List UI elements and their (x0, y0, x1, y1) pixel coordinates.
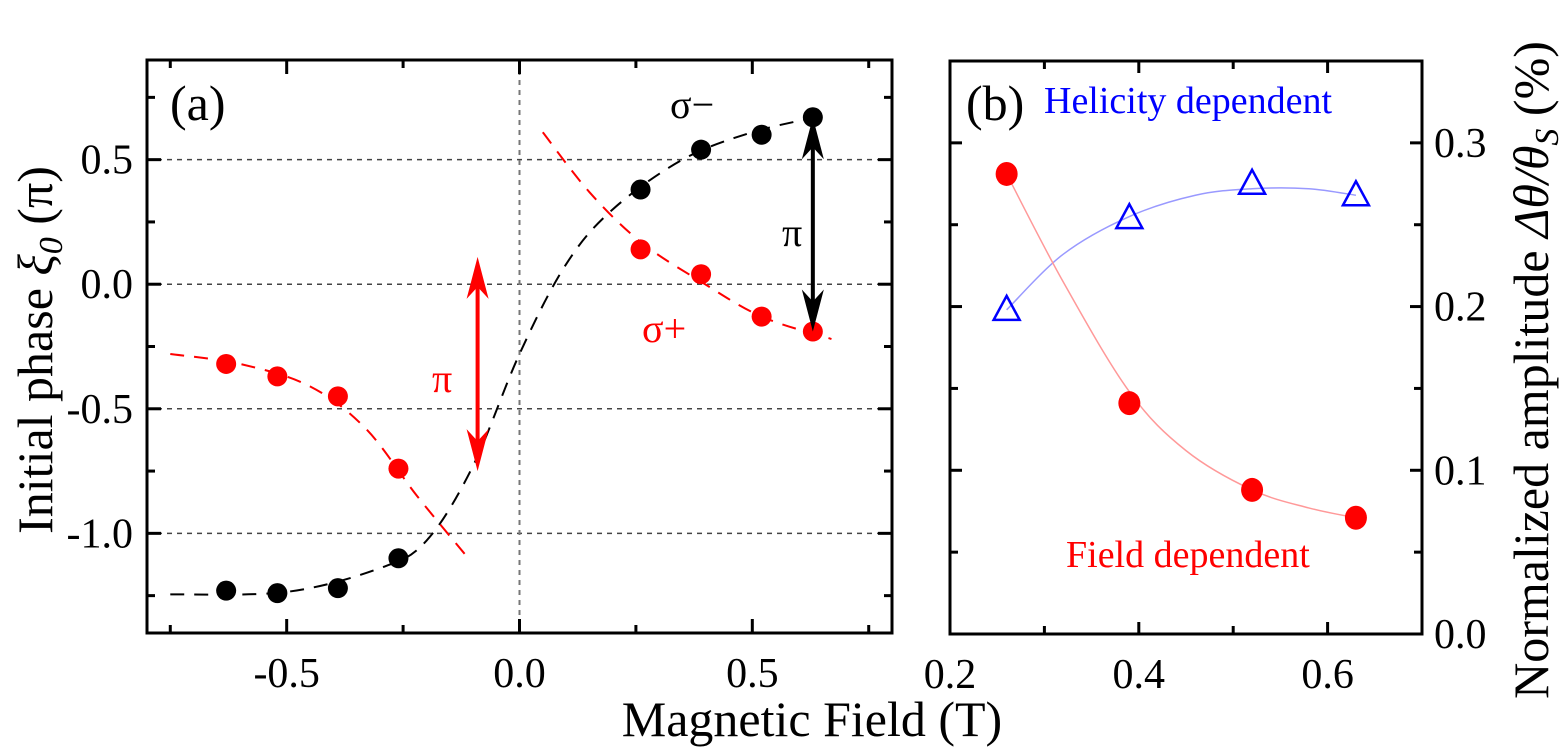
sigma-plus-label: σ+ (642, 306, 686, 351)
y-tick-label: 0.0 (1434, 612, 1487, 658)
data-point (630, 239, 651, 260)
data-point (630, 179, 651, 200)
sigma-minus-label: σ− (670, 82, 714, 127)
panel-b-ticks: 0.2 0.4 0.6 0.0 0.1 0.2 0.3 (924, 61, 1487, 698)
data-point (388, 458, 409, 479)
panel-a-pi-arrows (466, 117, 824, 472)
data-point (267, 583, 288, 604)
data-point (691, 139, 712, 160)
panel-b-label: (b) (966, 75, 1024, 131)
panel-a-data-points (216, 107, 823, 604)
y-tick-label: 0.2 (1434, 285, 1487, 331)
pi-label-red: π (432, 356, 452, 401)
x-tick-label: 0.5 (726, 651, 779, 697)
data-point (691, 264, 712, 285)
panel-a-gridlines (147, 60, 892, 633)
data-point (267, 366, 288, 387)
triangle-marker-icon (991, 293, 1022, 322)
data-point (216, 580, 237, 601)
y-tick-label: 0.1 (1434, 448, 1487, 494)
y-axis-title-b: Normalized amplitude Δθ/θS (%) (1503, 41, 1566, 699)
data-point (1241, 477, 1264, 502)
y-tick-label: 0.0 (81, 262, 134, 308)
data-point (751, 124, 772, 145)
field-dependent-label: Field dependent (1066, 534, 1310, 576)
arrow-head-up-icon (466, 256, 489, 299)
panel-a-frame (145, 58, 894, 635)
triangle-marker-icon (1236, 167, 1268, 196)
panel-a-label: (a) (170, 75, 226, 131)
y-axis-title-a: Initial phase ξ0 (π) (7, 166, 70, 534)
arrow-head-down-icon (466, 429, 489, 472)
data-point (388, 548, 409, 569)
panel-a-fit-curves (170, 115, 832, 596)
x-tick-label: 0.2 (924, 652, 977, 698)
x-axis-title: Magnetic Field (T) (622, 691, 1002, 747)
panel-b-plot: 0.2 0.4 0.6 0.0 0.1 0.2 0.3 (b) Helicity depen… (924, 59, 1487, 698)
data-point (1118, 391, 1141, 416)
data-point (327, 386, 348, 407)
helicity-dependent-label: Helicity dependent (1044, 80, 1333, 122)
x-tick-label: 0.0 (493, 651, 546, 697)
data-point (216, 353, 237, 374)
panel-a-ticks: -0.5 0.0 0.5 0.5 0.0 -0.5 -1.0 (67, 60, 892, 697)
data-point (751, 306, 772, 327)
y-tick-label: -0.5 (67, 387, 134, 433)
arrow-head-down-icon (801, 289, 824, 332)
x-tick-label: -0.5 (253, 651, 320, 697)
x-tick-label: 0.6 (1301, 652, 1354, 698)
triangle-marker-icon (1340, 178, 1372, 207)
y-tick-label: 0.5 (81, 138, 134, 184)
y-tick-label: -1.0 (67, 511, 134, 557)
arrow-head-up-icon (801, 117, 824, 160)
pi-label-black: π (782, 210, 802, 255)
panel-b-data-points (991, 161, 1372, 530)
panel-b-fit-curves (1005, 173, 1357, 519)
panel-a-plot: -0.5 0.0 0.5 0.5 0.0 -0.5 -1.0 (a) σ− σ+ π π (67, 58, 894, 697)
data-point (995, 161, 1018, 186)
y-tick-label: 0.3 (1434, 121, 1487, 167)
panel-b-frame (948, 59, 1424, 636)
triangle-marker-icon (1114, 201, 1145, 230)
data-point (1344, 505, 1367, 530)
x-tick-label: 0.4 (1113, 652, 1166, 698)
data-point (327, 578, 348, 599)
